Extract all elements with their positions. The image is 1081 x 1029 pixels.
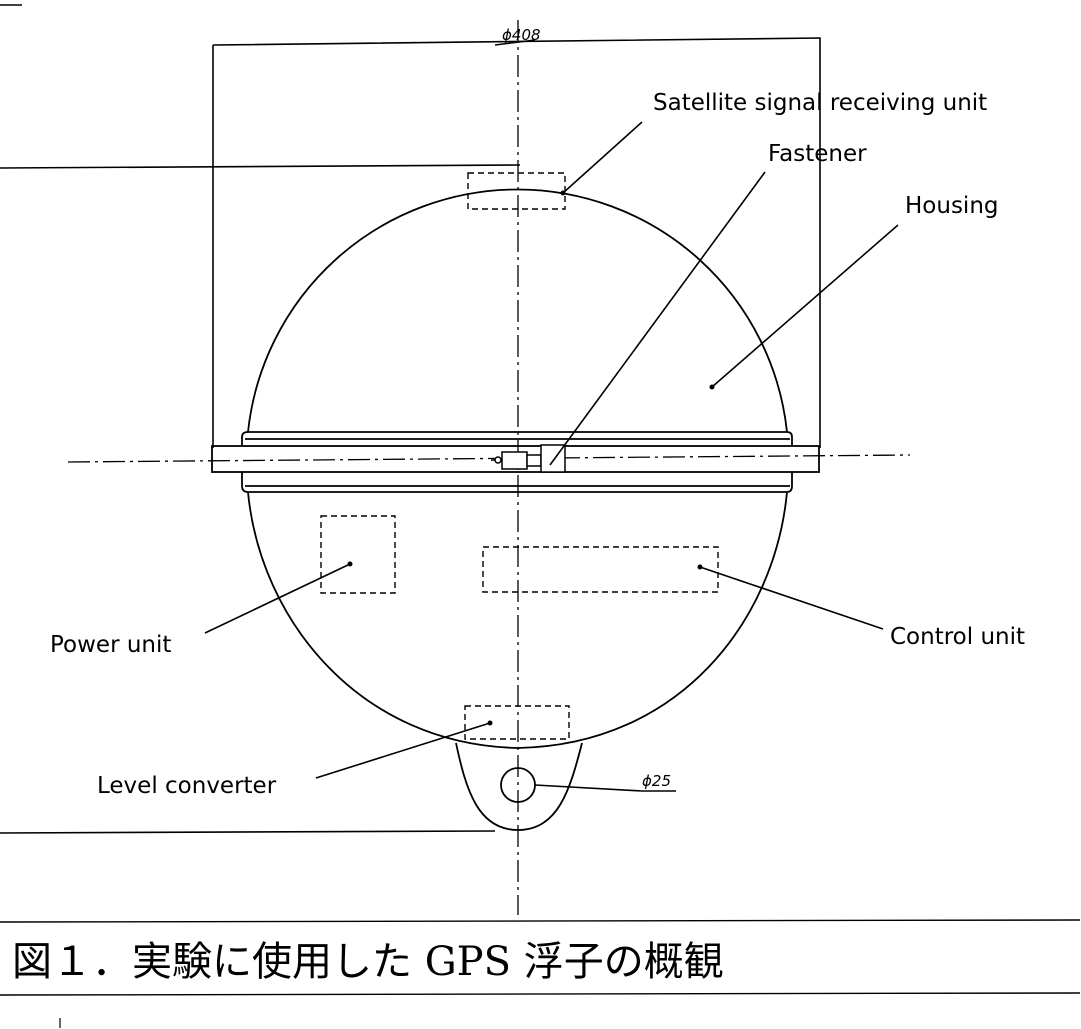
- label-power-unit: Power unit: [50, 632, 171, 658]
- label-control-unit: Control unit: [890, 624, 1025, 650]
- label-housing: Housing: [905, 193, 999, 219]
- leader-lines: [204, 39, 899, 792]
- label-level-converter: Level converter: [97, 773, 277, 799]
- mooring-lug: [455, 742, 583, 831]
- figure-caption: 図１．実験に使用した GPS 浮子の概観: [12, 939, 724, 985]
- leader-dots: [347, 190, 715, 726]
- frame-lines: [0, 4, 821, 834]
- level-converter-box: [464, 705, 570, 740]
- width-dimension-mark: ϕ408: [502, 26, 541, 44]
- flange-band: [211, 431, 820, 493]
- ring-dimension-mark: ϕ25: [642, 772, 671, 790]
- power-unit-box: [320, 515, 396, 594]
- label-fastener: Fastener: [768, 141, 867, 167]
- label-satellite-signal-receiving-unit: Satellite signal receiving unit: [653, 90, 987, 116]
- fastener-detail: [491, 444, 566, 473]
- housing-upper-dome: [247, 188, 788, 433]
- caption-rules: [0, 919, 1081, 996]
- housing-lower-dome: [247, 491, 788, 749]
